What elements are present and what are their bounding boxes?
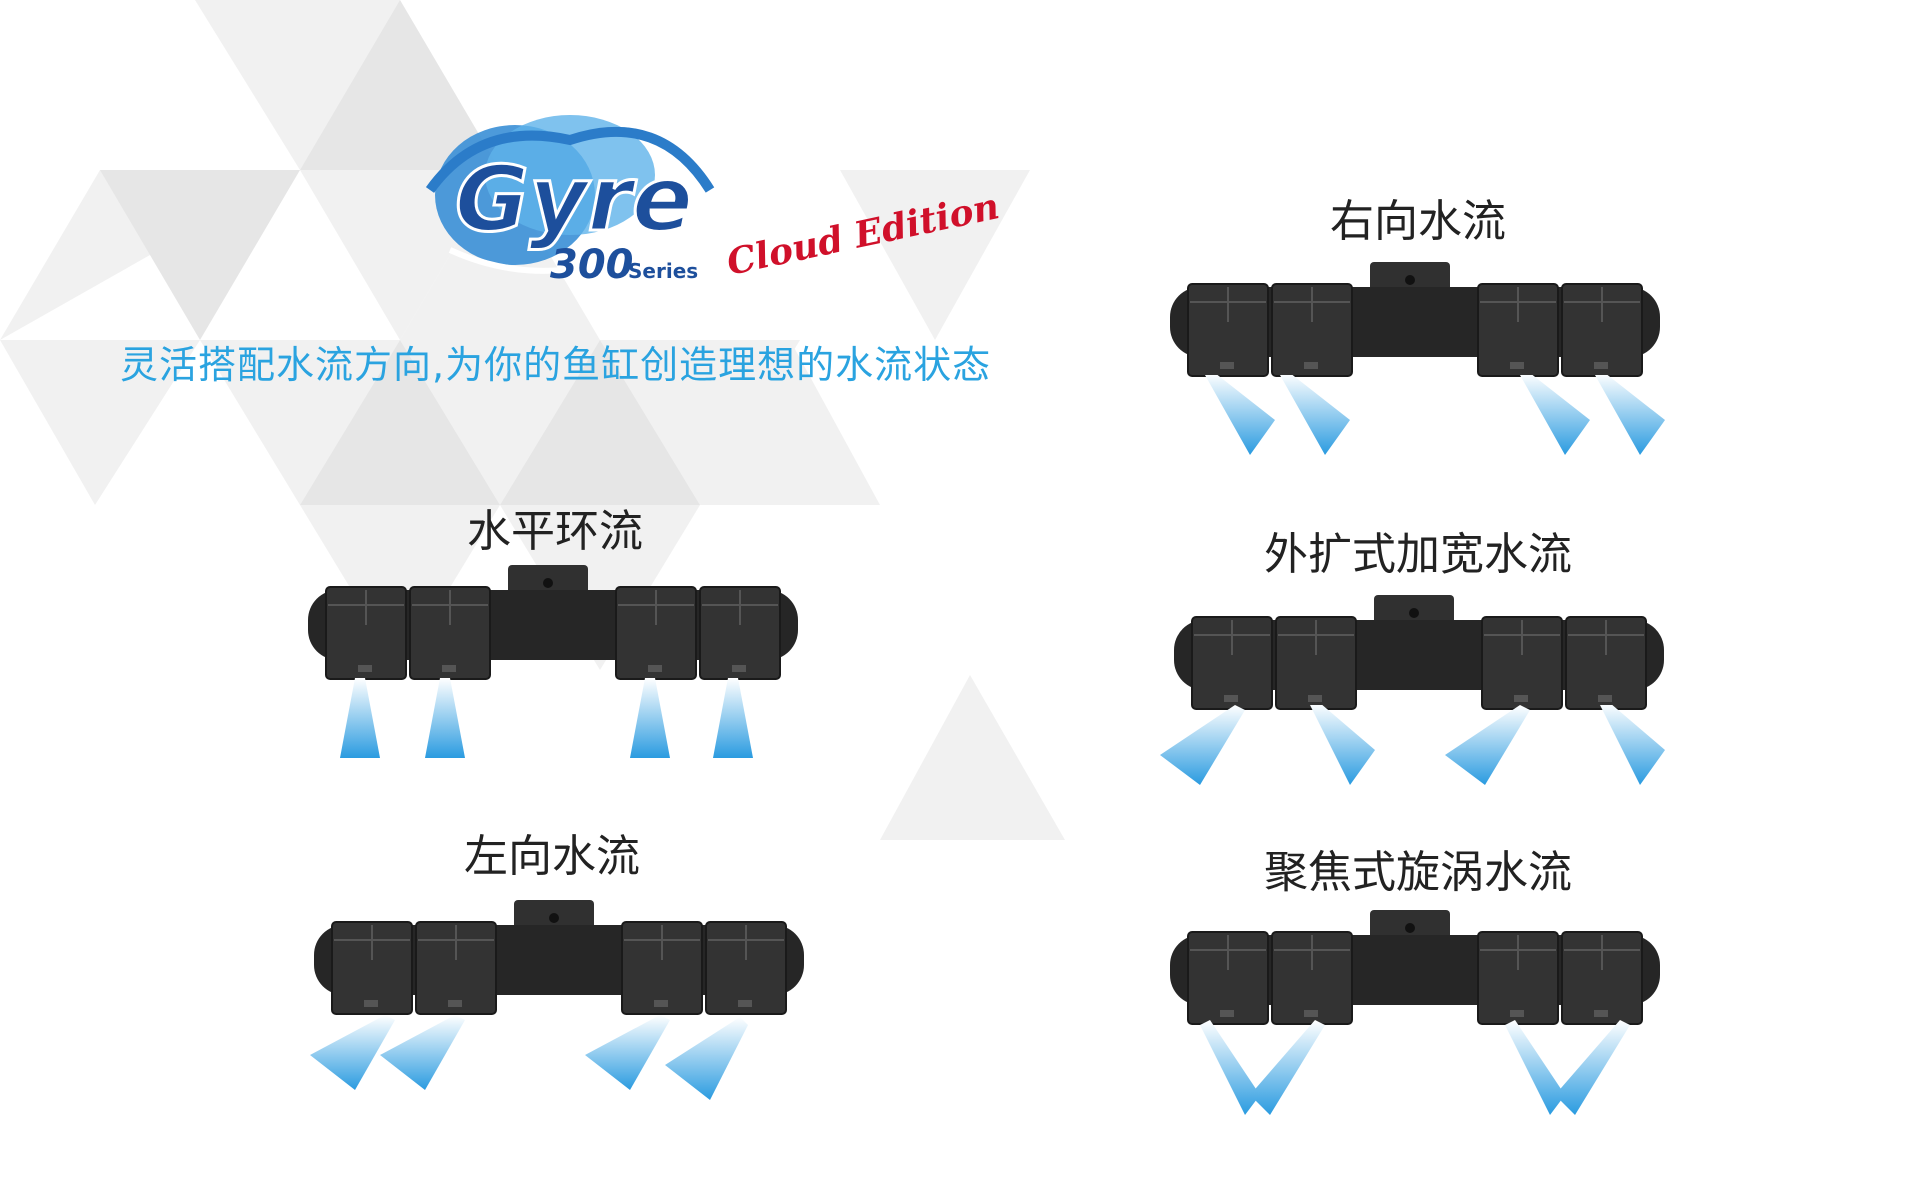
jets-right bbox=[1205, 375, 1665, 455]
mode-title-horizontal: 水平环流 bbox=[467, 506, 643, 557]
edition-label: Cloud Edition bbox=[723, 185, 1000, 284]
jets-horizontal bbox=[340, 678, 753, 758]
pump-focus bbox=[1170, 910, 1660, 1025]
mode-title-expand: 外扩式加宽水流 bbox=[1264, 529, 1572, 580]
jets-left bbox=[310, 1015, 748, 1100]
logo-series: Series bbox=[628, 259, 698, 283]
gyre-logo: Gyre 300 Series Cloud Edition bbox=[425, 115, 1000, 288]
mode-title-left: 左向水流 bbox=[464, 831, 640, 882]
pump-left bbox=[314, 900, 804, 1015]
pump-right bbox=[1170, 262, 1660, 377]
logo-word: Gyre bbox=[455, 147, 693, 252]
logo-number: 300 bbox=[550, 242, 634, 288]
jets-focus bbox=[1200, 1020, 1630, 1115]
mode-title-right: 右向水流 bbox=[1330, 196, 1506, 247]
mode-title-focus: 聚焦式旋涡水流 bbox=[1264, 847, 1572, 898]
jets-expand bbox=[1160, 705, 1665, 785]
tagline: 灵活搭配水流方向,为你的鱼缸创造理想的水流状态 bbox=[120, 343, 992, 387]
pump-horizontal bbox=[308, 565, 798, 680]
pump-expand bbox=[1174, 595, 1664, 710]
